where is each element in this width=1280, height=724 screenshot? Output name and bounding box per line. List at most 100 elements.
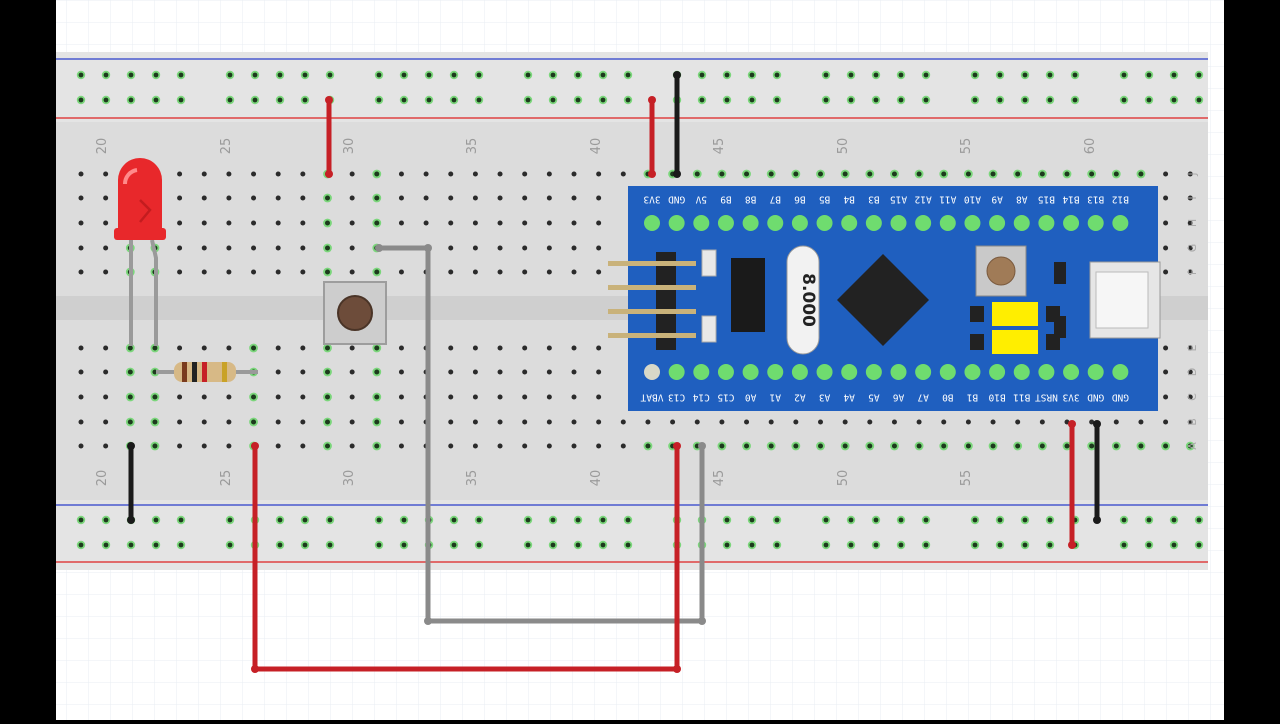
rail-hole — [873, 542, 879, 548]
hole — [596, 369, 602, 375]
rail-hole — [401, 517, 407, 523]
crystal — [786, 245, 820, 355]
hole — [448, 345, 454, 351]
hole — [300, 369, 306, 375]
hole — [349, 345, 355, 351]
column-label-bottom: 55 — [959, 470, 974, 487]
rail-hole — [724, 97, 730, 103]
hole — [497, 171, 503, 177]
hole — [374, 369, 380, 375]
hole — [744, 443, 750, 449]
hole — [1089, 443, 1095, 449]
hole — [472, 195, 478, 201]
rail-hole — [699, 72, 705, 78]
rail-hole — [550, 72, 556, 78]
hole — [719, 443, 725, 449]
hole — [251, 220, 257, 226]
hole — [891, 171, 897, 177]
hole — [349, 394, 355, 400]
hole — [300, 443, 306, 449]
boot-jumper-2 — [992, 330, 1038, 354]
hole — [522, 419, 528, 425]
hole — [891, 443, 897, 449]
hole — [103, 220, 109, 226]
hole — [768, 419, 774, 425]
hole — [127, 369, 133, 375]
rail-hole — [972, 542, 978, 548]
board-pin-label-bottom: 3V3 — [1062, 392, 1079, 403]
hole — [546, 220, 552, 226]
rail-hole — [575, 517, 581, 523]
hole — [423, 171, 429, 177]
rail-hole — [1121, 72, 1127, 78]
board-pin-label-top: A10 — [964, 194, 981, 205]
board-pin-label-top: B14 — [1062, 194, 1079, 205]
row-label-top: H — [1186, 219, 1199, 227]
hole — [300, 419, 306, 425]
column-label-bottom: 45 — [712, 470, 727, 487]
hole — [941, 443, 947, 449]
smd-led-2 — [701, 315, 717, 343]
hole — [497, 443, 503, 449]
board-pin-top — [644, 215, 660, 231]
wire-red-resistor-c13 — [252, 443, 680, 672]
rail-hole — [252, 72, 258, 78]
rail-hole — [823, 72, 829, 78]
hole — [251, 345, 257, 351]
board-pin-top — [915, 215, 932, 231]
board-pin-label-bottom: A6 — [893, 392, 905, 403]
row-label-top: F — [1186, 269, 1199, 275]
column-label-top: 45 — [712, 138, 727, 155]
hole — [571, 345, 577, 351]
hole — [522, 269, 528, 275]
hole — [941, 419, 947, 425]
hole — [472, 443, 478, 449]
hole — [990, 443, 996, 449]
hole — [226, 419, 232, 425]
board-pin-label-bottom: C15 — [717, 392, 734, 403]
hole — [793, 419, 799, 425]
hole — [78, 220, 84, 226]
hole — [177, 443, 183, 449]
hole — [645, 443, 651, 449]
wire-end — [1093, 420, 1101, 428]
rail-hole — [1196, 542, 1202, 548]
hole — [448, 394, 454, 400]
hole — [201, 220, 207, 226]
column-label-top: 55 — [959, 138, 974, 155]
hole — [448, 419, 454, 425]
hole — [1187, 394, 1193, 400]
hole — [1187, 443, 1193, 449]
crystal-label: 8.000 — [798, 273, 818, 327]
rail-hole — [972, 517, 978, 523]
rail-hole — [376, 97, 382, 103]
hole — [1187, 345, 1193, 351]
hole — [768, 171, 774, 177]
hole — [325, 245, 330, 251]
board-pin-bottom — [767, 364, 784, 380]
hole — [275, 245, 281, 251]
rail-hole — [873, 517, 879, 523]
top-power-rail — [56, 52, 1208, 122]
hole — [670, 419, 676, 425]
rail-hole — [1121, 97, 1127, 103]
wire-end — [673, 170, 681, 178]
hole — [842, 171, 848, 177]
wire-ends — [127, 71, 1101, 673]
rail-hole — [451, 97, 457, 103]
hole — [127, 394, 133, 400]
rail-hole — [972, 72, 978, 78]
hole — [127, 345, 133, 351]
column-label-bottom: 30 — [342, 470, 357, 487]
rail-hole — [873, 72, 879, 78]
hole — [472, 345, 478, 351]
rail-hole — [153, 517, 159, 523]
rail-hole — [451, 517, 457, 523]
rail-hole — [724, 542, 730, 548]
board-pin-bottom — [939, 364, 956, 380]
hole — [620, 171, 626, 177]
board-pin-top — [791, 215, 808, 231]
rail-hole — [774, 72, 780, 78]
